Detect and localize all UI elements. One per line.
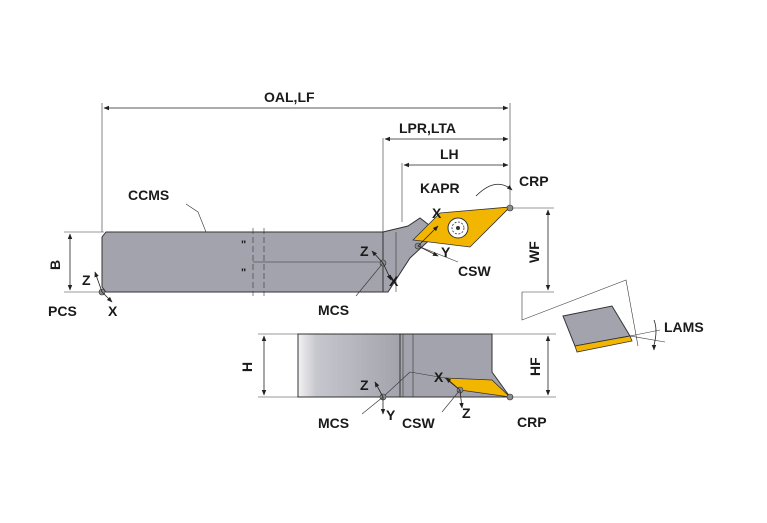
label-csw-side: CSW bbox=[402, 415, 435, 431]
label-mcs-top: MCS bbox=[318, 302, 349, 318]
top-dimensions bbox=[64, 103, 639, 347]
shank-side bbox=[297, 333, 401, 398]
label-x-pcs: X bbox=[108, 303, 118, 319]
label-ccms: CCMS bbox=[128, 187, 169, 203]
svg-text:": " bbox=[241, 239, 246, 251]
labels: OAL,LF LPR,LTA LH KAPR CRP CCMS X Y CSW … bbox=[47, 89, 704, 431]
svg-text:": " bbox=[241, 267, 246, 279]
label-hf: HF bbox=[527, 357, 543, 376]
label-oal-lf: OAL,LF bbox=[264, 89, 315, 105]
label-mcs-side: MCS bbox=[318, 415, 349, 431]
label-lpr-lta: LPR,LTA bbox=[399, 120, 456, 136]
side-view bbox=[297, 333, 514, 415]
label-x-insert-top: X bbox=[432, 205, 442, 221]
label-kapr: KAPR bbox=[420, 180, 460, 196]
top-view: " " bbox=[94, 204, 514, 303]
label-lams: LAMS bbox=[664, 319, 704, 335]
lams-section bbox=[562, 305, 666, 353]
label-y-insert-top: Y bbox=[441, 244, 451, 260]
label-wf: WF bbox=[526, 241, 542, 263]
label-crp-top: CRP bbox=[519, 173, 549, 189]
label-crp-side: CRP bbox=[517, 414, 547, 430]
label-csw-top: CSW bbox=[458, 263, 491, 279]
label-z-csw-side: Z bbox=[462, 405, 471, 421]
label-h: H bbox=[239, 362, 255, 372]
label-z-mcs-side: Z bbox=[360, 377, 369, 393]
label-y-mcs-side: Y bbox=[386, 407, 396, 423]
label-z-mcs-top: Z bbox=[360, 243, 369, 259]
side-dimensions bbox=[258, 333, 556, 415]
label-x-csw-side: X bbox=[434, 369, 444, 385]
label-lh: LH bbox=[440, 146, 459, 162]
label-b: B bbox=[47, 260, 63, 270]
label-pcs: PCS bbox=[48, 303, 77, 319]
label-x-mcs-top: X bbox=[389, 273, 399, 289]
label-z-pcs: Z bbox=[82, 272, 91, 288]
